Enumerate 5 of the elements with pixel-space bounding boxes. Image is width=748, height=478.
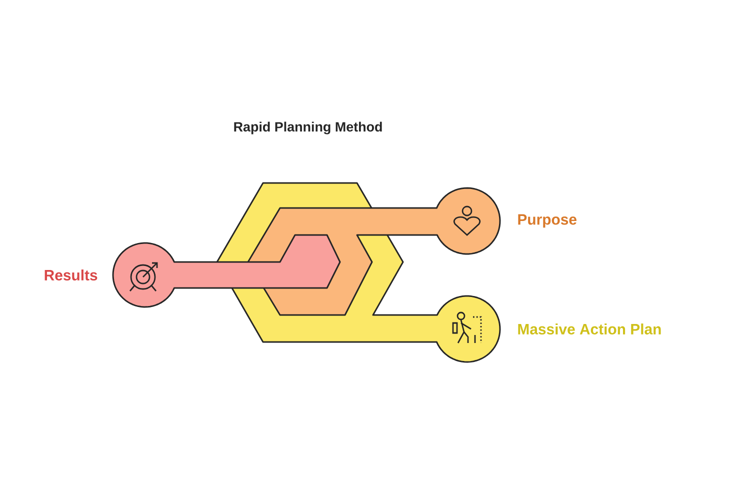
node-label: Massive Action Plan [518,324,661,334]
node-label: Purpose [518,214,576,228]
title: Rapid Planning Method [234,122,382,134]
band-shape [44,234,341,308]
node-label: Results [44,270,98,280]
